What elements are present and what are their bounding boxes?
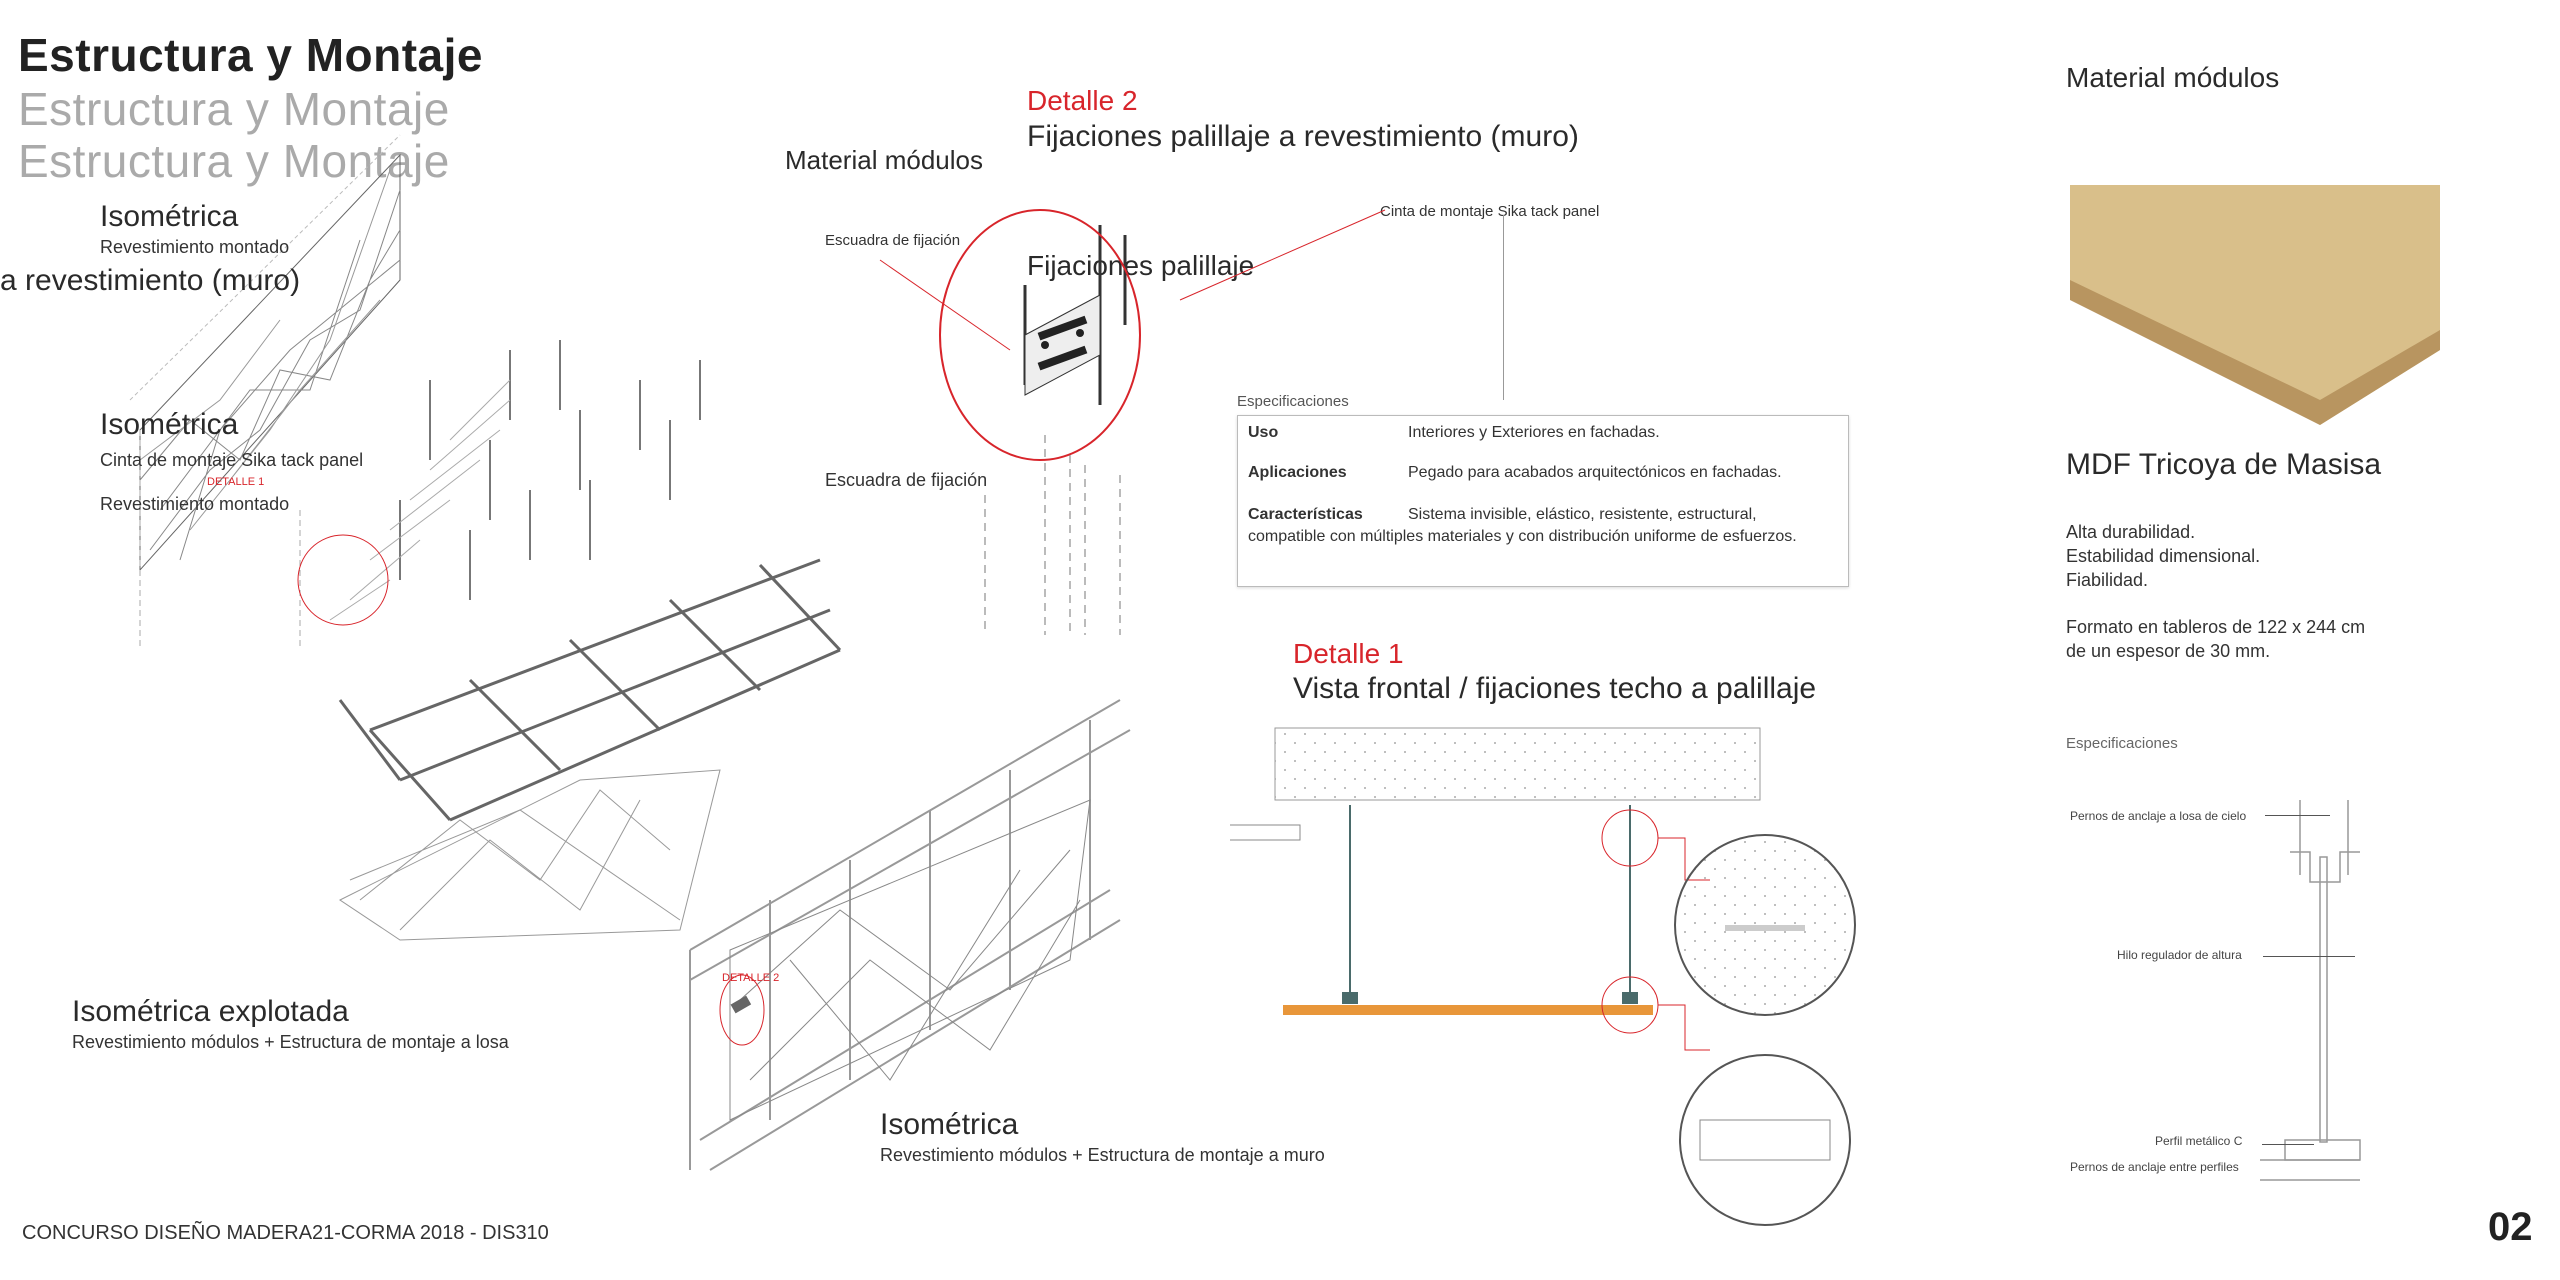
ghost-revestimiento: Revestimiento montado: [100, 494, 290, 514]
mdf-board-image: [2070, 185, 2440, 425]
iso-wall-title: Isométrica: [880, 1108, 1019, 1141]
material-name: MDF Tricoya de Masisa: [2066, 448, 2382, 481]
ghost-material: Material módulos: [785, 145, 983, 175]
callout-leader-line: [1503, 215, 1504, 400]
label-hilo: Hilo regulador de altura: [2117, 948, 2242, 962]
ghost-title: Estructura y Montaje: [18, 83, 450, 135]
isometric-assembled-drawing: [129, 134, 401, 650]
suspension-detail-drawing: [2260, 800, 2361, 1181]
leader-line: [2265, 815, 2330, 816]
page-title: Estructura y Montaje: [18, 29, 483, 81]
ghost-fijaciones: Fijaciones palillaje: [1027, 250, 1255, 281]
wood-strip: [1283, 1005, 1653, 1015]
spec-key: Aplicaciones: [1248, 464, 1347, 481]
detail-1-marker-circle: [297, 534, 389, 626]
spec-value: Interiores y Exteriores en fachadas.: [1408, 424, 1660, 441]
isometric-bolts-drawing: [329, 340, 701, 621]
feature-item: Fiabilidad.: [2066, 570, 2149, 590]
isometric-wall-drawing: [689, 699, 1131, 1171]
ghost-escuadra: Escuadra de fijación: [825, 470, 988, 490]
detail-1-tag: DETALLE 1: [207, 476, 265, 488]
spec-row-aplicaciones: Aplicaciones Pegado para acabados arquite…: [1248, 464, 1838, 482]
label-perfil: Perfil metálico C: [2155, 1134, 2243, 1148]
iso-exploded-title: Isométrica explotada: [72, 995, 349, 1028]
detail-1-title: Vista frontal / fijaciones techo a palil…: [1293, 672, 1817, 705]
ghost-cinta: Cinta de montaje Sika tack panel: [100, 450, 364, 470]
iso-wall-subtitle: Revestimiento módulos + Estructura de mo…: [880, 1145, 1325, 1165]
material-heading: Material módulos: [2066, 62, 2280, 93]
iso-top-subtitle: Revestimiento montado: [100, 237, 290, 257]
iso-exploded-subtitle: Revestimiento módulos + Estructura de mo…: [72, 1032, 509, 1052]
detail-2-spec-heading: Especificaciones: [1237, 393, 1349, 410]
detail-2-zoom-drawing: [879, 209, 1386, 635]
detail-1-front-view-drawing: [1230, 727, 1856, 1226]
label-pernos-losa: Pernos de anclaje a losa de cielo: [2070, 809, 2247, 823]
spec-row-uso: Uso Interiores y Exteriores en fachadas.: [1248, 424, 1838, 442]
leader-line: [2262, 1144, 2314, 1145]
detail-1-label: Detalle 1: [1293, 638, 1404, 669]
feature-item: Estabilidad dimensional.: [2066, 546, 2261, 566]
detail-2-label: Detalle 2: [1027, 85, 1138, 116]
callout-escuadra: Escuadra de fijación: [825, 232, 961, 249]
detail-2-tag: DETALLE 2: [722, 972, 780, 984]
spec-value: Pegado para acabados arquitectónicos en …: [1408, 464, 1782, 481]
material-spec-heading: Especificaciones: [2066, 735, 2178, 752]
exploded-grid-drawing: [338, 558, 842, 941]
page-number: 02: [2488, 1205, 2533, 1249]
iso-top-title: Isométrica: [100, 200, 239, 233]
callout-cinta: Cinta de montaje Sika tack panel: [1380, 203, 1600, 220]
spec-key: Uso: [1248, 424, 1279, 441]
leader-line: [2263, 956, 2355, 957]
material-features: Alta durabilidad. Estabilidad dimensiona…: [2066, 520, 2260, 592]
ghost-isometrica: Isométrica: [100, 408, 239, 441]
spec-key: Características: [1248, 506, 1363, 523]
detail-2-title: Fijaciones palillaje a revestimiento (mu…: [1027, 120, 1579, 153]
label-pernos-perfiles: Pernos de anclaje entre perfiles: [2070, 1160, 2239, 1174]
footer-caption: CONCURSO DISEÑO MADERA21-CORMA 2018 - DI…: [22, 1222, 549, 1244]
ghost-muro: a revestimiento (muro): [0, 264, 301, 297]
material-format: Formato en tableros de 122 x 244 cm de u…: [2066, 615, 2365, 663]
feature-item: Alta durabilidad.: [2066, 522, 2196, 542]
format-line: de un espesor de 30 mm.: [2066, 641, 2271, 661]
spec-value: Sistema invisible, elástico, resistente,…: [1248, 506, 1797, 545]
format-line: Formato en tableros de 122 x 244 cm: [2066, 617, 2366, 637]
